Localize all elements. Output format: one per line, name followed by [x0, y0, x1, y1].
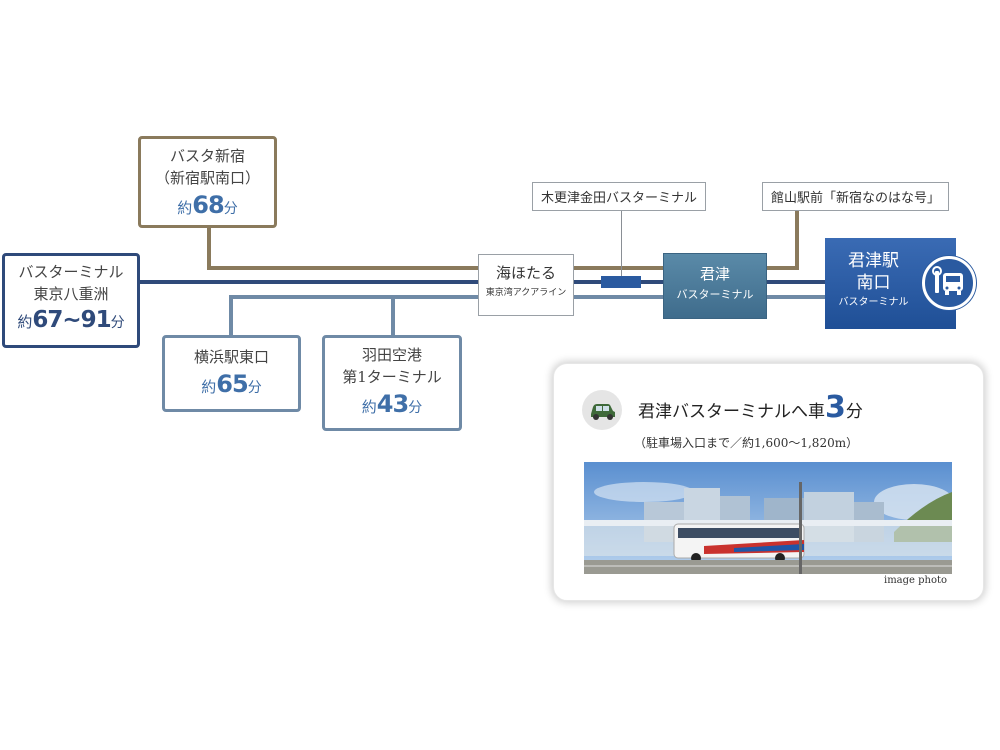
kimitsu-terminal-name: 君津 [699, 265, 730, 283]
origin-yaesu-time: 約67~91分 [17, 307, 125, 333]
car-icon [582, 390, 622, 430]
kimitsu-bus-terminal: 君津 バスターミナル [663, 253, 767, 319]
kisarazu-stop-marker [601, 276, 641, 288]
kimitsu-station-sub: バスターミナル [838, 297, 909, 308]
umihotaru-sub: 東京湾アクアライン [485, 288, 567, 298]
route-line-yokohama-vertical [229, 295, 233, 337]
umihotaru-name: 海ほたる [495, 264, 556, 282]
kimitsu-station: 君津駅 南口 バスターミナル [825, 238, 956, 329]
tateyama-label: 館山駅前「新宿なのはな号」 [762, 182, 950, 211]
origin-haneda-sub: 第1ターミナル [342, 368, 442, 386]
car-info-title-text: 君津バスターミナルへ車 [638, 402, 825, 422]
route-line-shinjuku-vertical [207, 228, 211, 270]
car-info-title: 君津バスターミナルへ車3分 [638, 390, 863, 425]
origin-yaesu-name: バスターミナル [18, 263, 124, 281]
origin-shinjuku-sub: （新宿駅南口） [154, 169, 260, 187]
origin-shinjuku-time: 約68分 [177, 191, 238, 219]
car-info-unit: 分 [845, 402, 863, 422]
origin-haneda-time: 約43分 [361, 390, 423, 418]
kimitsu-station-exit: 南口 [856, 273, 891, 293]
photo-caption: image photo [884, 575, 948, 586]
origin-shinjuku: バスタ新宿 （新宿駅南口） 約68分 [138, 136, 277, 228]
kimitsu-terminal-sub: バスターミナル [676, 288, 754, 301]
origin-shinjuku-name: バスタ新宿 [169, 147, 245, 165]
kimitsu-station-name: 君津駅 [848, 251, 899, 271]
origin-yokohama: 横浜駅東口 約65分 [162, 335, 301, 412]
car-info-minutes: 3 [825, 390, 846, 425]
car-info-note: （駐車場入口まで／約1,600～1,820m） [634, 436, 859, 450]
origin-yaesu-sub: 東京八重洲 [33, 285, 109, 303]
route-line-tateyama-vertical [795, 210, 799, 270]
bus-terminal-photo [584, 462, 952, 574]
origin-haneda: 羽田空港 第1ターミナル 約43分 [322, 335, 462, 431]
origin-yokohama-time: 約65分 [201, 370, 262, 398]
kisarazu-label: 木更津金田バスターミナル [532, 182, 707, 211]
umihotaru-stop: 海ほたる 東京湾アクアライン [478, 254, 574, 316]
route-line-haneda-vertical [391, 295, 395, 337]
origin-haneda-name: 羽田空港 [361, 346, 422, 364]
car-info-card: 君津バスターミナルへ車3分 （駐車場入口まで／約1,600～1,820m） [553, 363, 984, 601]
origin-yaesu: バスターミナル 東京八重洲 約67~91分 [2, 253, 140, 348]
kisarazu-connector [621, 210, 622, 278]
origin-yokohama-name: 横浜駅東口 [193, 348, 269, 366]
bus-icon [922, 256, 976, 310]
